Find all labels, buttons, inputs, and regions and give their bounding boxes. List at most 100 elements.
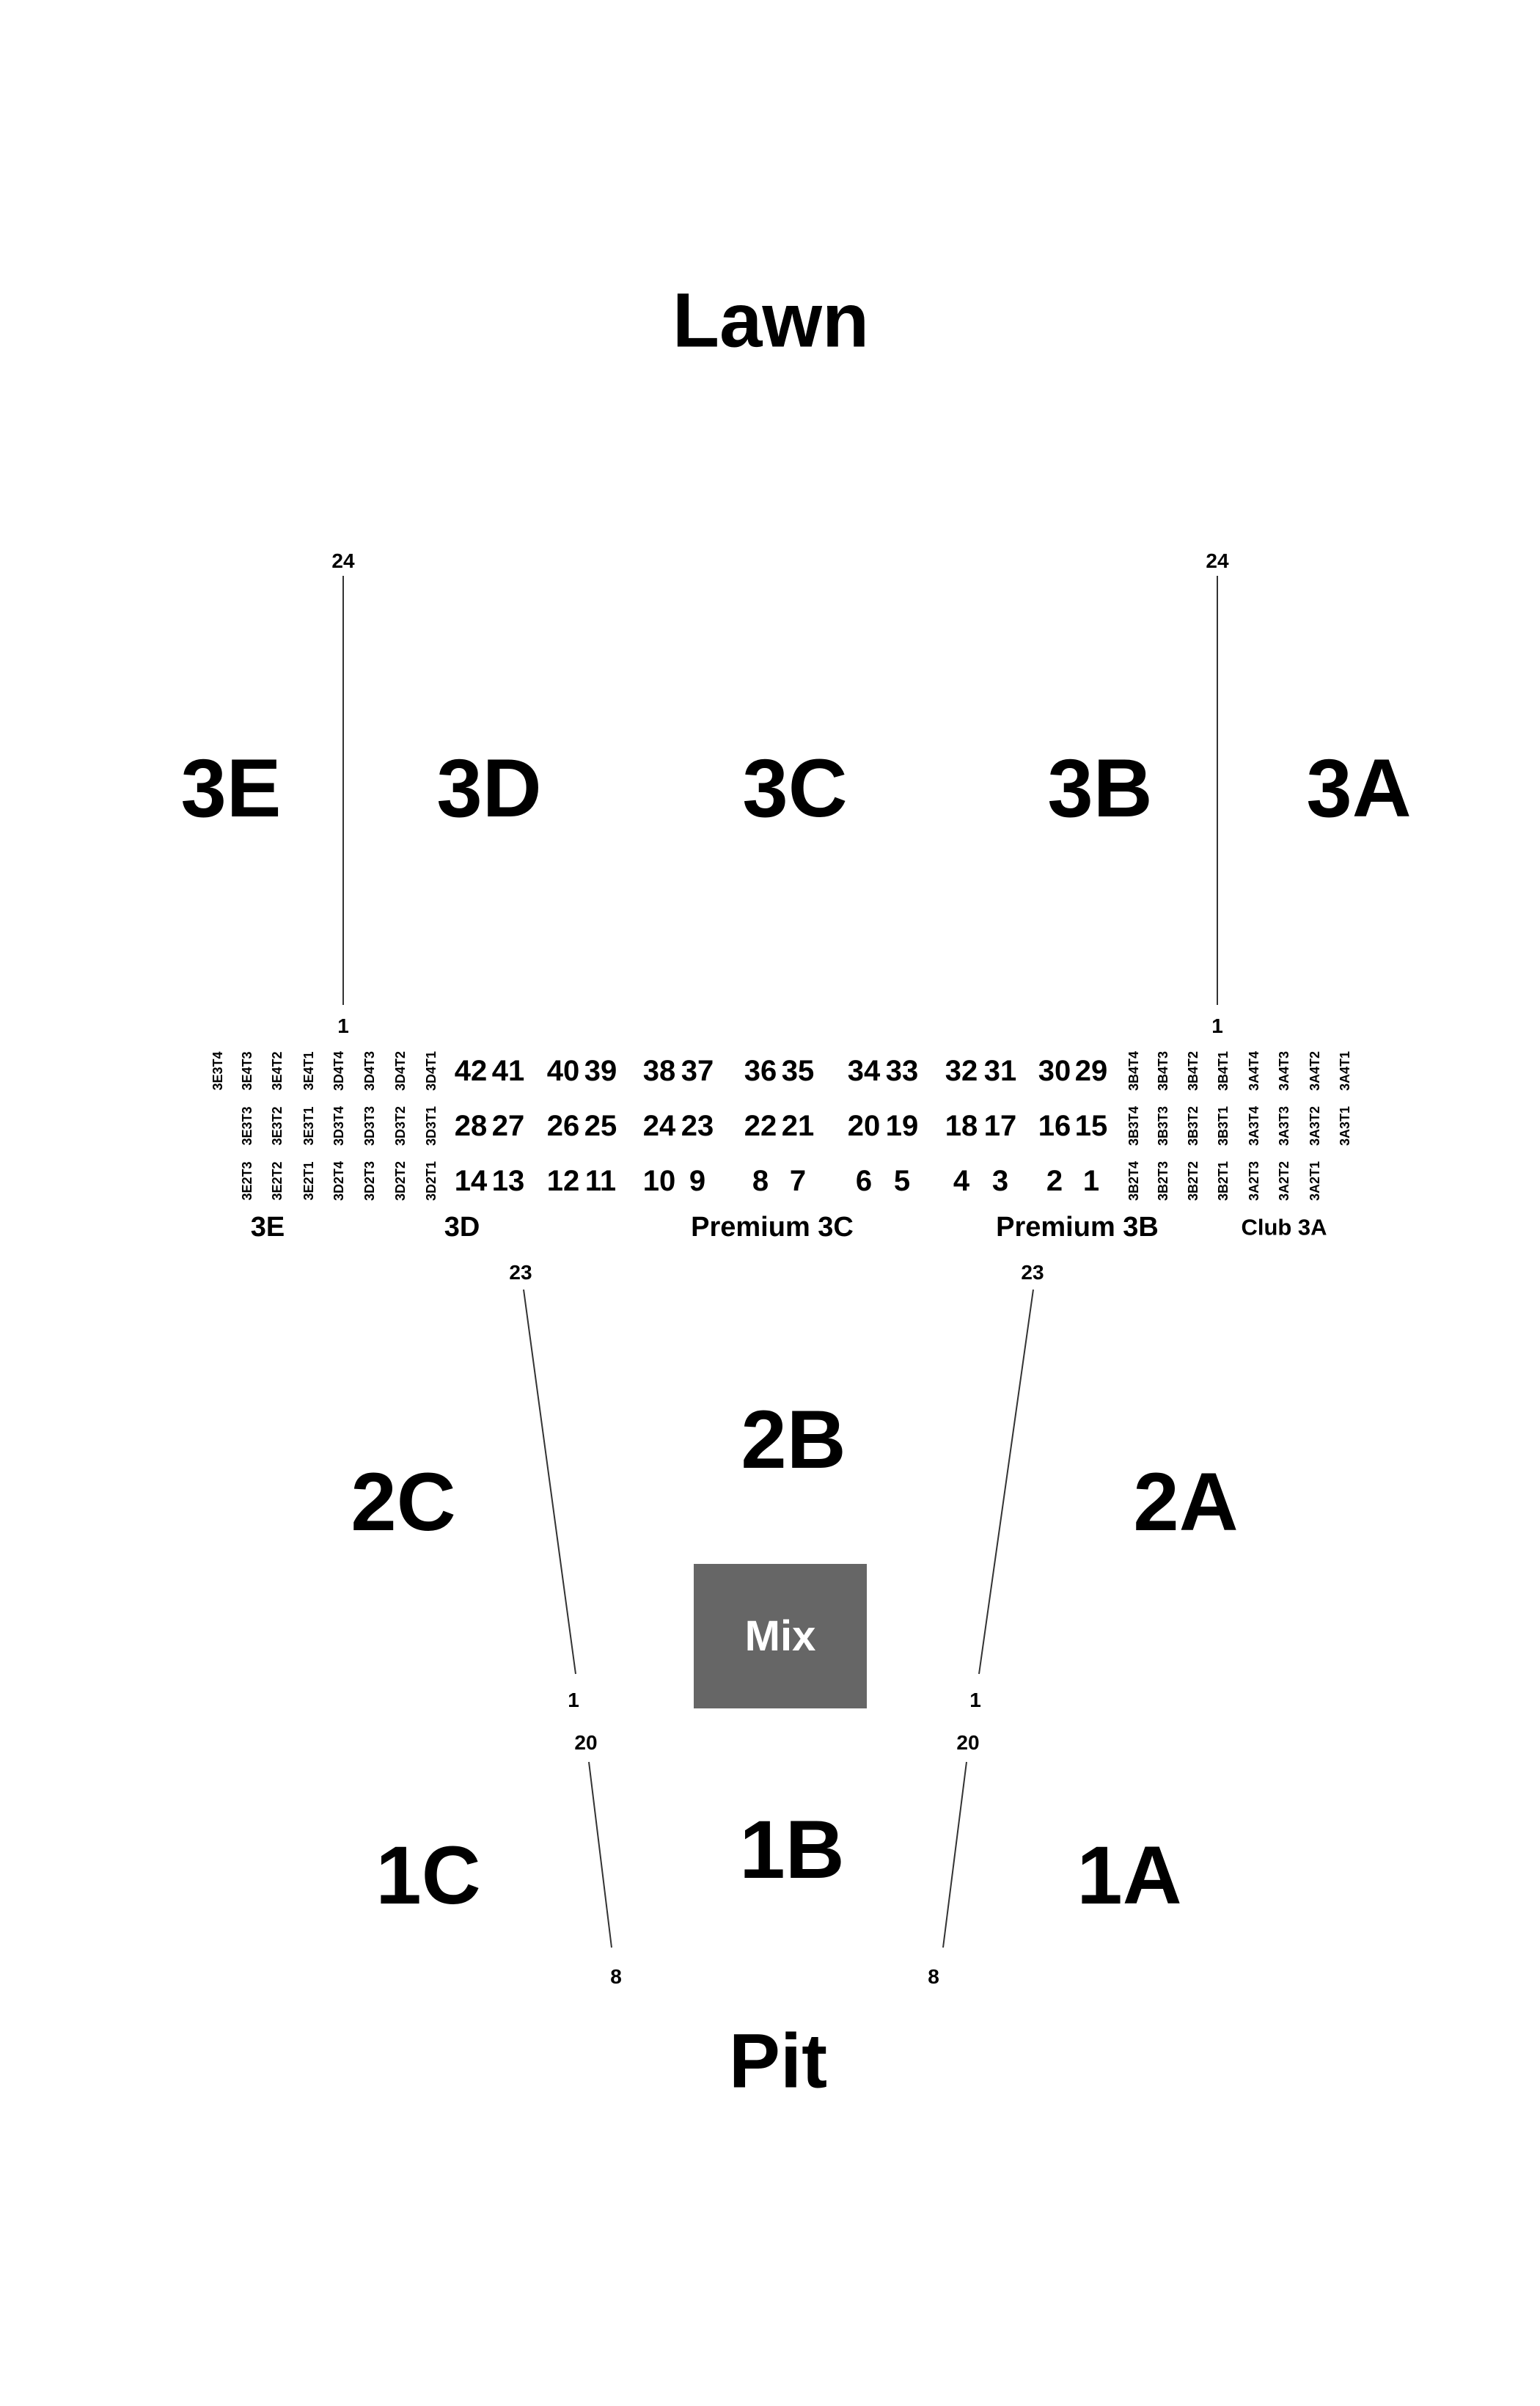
- table-label[interactable]: 3B3T2: [1186, 1105, 1200, 1147]
- box-8[interactable]: 8: [752, 1165, 769, 1197]
- section-3b[interactable]: 3B: [1047, 742, 1153, 834]
- mix-booth: Mix: [694, 1564, 867, 1708]
- section-2b[interactable]: 2B: [741, 1394, 846, 1485]
- pit-label[interactable]: Pit: [728, 2018, 828, 2105]
- box-6[interactable]: 6: [855, 1165, 873, 1197]
- box-23[interactable]: 23: [681, 1110, 714, 1142]
- section-3a[interactable]: 3A: [1306, 742, 1412, 834]
- box-20[interactable]: 20: [847, 1110, 881, 1142]
- box-9[interactable]: 9: [689, 1165, 706, 1197]
- table-label[interactable]: 3E4T2: [270, 1051, 285, 1091]
- box-33[interactable]: 33: [885, 1055, 919, 1087]
- table-label[interactable]: 3B2T2: [1186, 1160, 1200, 1202]
- box-39[interactable]: 39: [584, 1055, 617, 1087]
- box-16[interactable]: 16: [1038, 1110, 1071, 1142]
- table-label[interactable]: 3A4T2: [1308, 1050, 1322, 1092]
- table-label[interactable]: 3D4T3: [362, 1050, 377, 1092]
- table-label[interactable]: 3A2T3: [1247, 1160, 1261, 1202]
- box-2[interactable]: 2: [1046, 1165, 1063, 1197]
- table-label[interactable]: 3E2T1: [301, 1161, 316, 1201]
- box-3[interactable]: 3: [991, 1165, 1009, 1197]
- box-15[interactable]: 15: [1074, 1110, 1108, 1142]
- table-label[interactable]: 3B3T4: [1126, 1105, 1141, 1147]
- box-17[interactable]: 17: [983, 1110, 1017, 1142]
- table-label[interactable]: 3E2T3: [240, 1161, 254, 1201]
- box-11[interactable]: 11: [584, 1165, 617, 1197]
- table-label[interactable]: 3D2T1: [424, 1160, 439, 1202]
- table-label[interactable]: 3E3T3: [240, 1106, 254, 1146]
- table-label[interactable]: 3A3T1: [1338, 1105, 1352, 1147]
- section-1b[interactable]: 1B: [739, 1804, 845, 1895]
- table-label[interactable]: 3D2T4: [331, 1160, 346, 1202]
- table-label[interactable]: 3A2T2: [1277, 1160, 1291, 1202]
- table-label[interactable]: 3A4T4: [1247, 1050, 1261, 1092]
- table-label[interactable]: 3D3T2: [393, 1105, 408, 1147]
- table-label[interactable]: 3B3T3: [1156, 1105, 1170, 1147]
- table-label[interactable]: 3D4T1: [424, 1050, 439, 1092]
- box-38[interactable]: 38: [642, 1055, 676, 1087]
- box-25[interactable]: 25: [584, 1110, 617, 1142]
- table-label[interactable]: 3D2T3: [362, 1160, 377, 1202]
- table-label[interactable]: 3E2T2: [270, 1161, 285, 1201]
- box-22[interactable]: 22: [744, 1110, 777, 1142]
- section-3d[interactable]: 3D: [436, 742, 542, 834]
- table-label[interactable]: 3B3T1: [1216, 1105, 1231, 1147]
- table-label[interactable]: 3E4T1: [301, 1051, 316, 1091]
- box-24[interactable]: 24: [642, 1110, 676, 1142]
- box-40[interactable]: 40: [546, 1055, 580, 1087]
- section-2a[interactable]: 2A: [1133, 1456, 1239, 1548]
- box-10[interactable]: 10: [642, 1165, 676, 1197]
- section-2c[interactable]: 2C: [351, 1456, 456, 1548]
- box-21[interactable]: 21: [781, 1110, 815, 1142]
- table-label[interactable]: 3D3T1: [424, 1105, 439, 1147]
- box-30[interactable]: 30: [1038, 1055, 1071, 1087]
- box-13[interactable]: 13: [491, 1165, 525, 1197]
- box-32[interactable]: 32: [945, 1055, 978, 1087]
- table-label[interactable]: 3D4T4: [331, 1050, 346, 1092]
- section-3c[interactable]: 3C: [742, 742, 848, 834]
- box-18[interactable]: 18: [945, 1110, 978, 1142]
- box-5[interactable]: 5: [893, 1165, 911, 1197]
- table-label[interactable]: 3B4T3: [1156, 1050, 1170, 1092]
- box-29[interactable]: 29: [1074, 1055, 1108, 1087]
- table-label[interactable]: 3E3T2: [270, 1106, 285, 1146]
- table-label[interactable]: 3D3T4: [331, 1105, 346, 1147]
- table-label[interactable]: 3B4T1: [1216, 1050, 1231, 1092]
- table-label[interactable]: 3B2T1: [1216, 1160, 1231, 1202]
- table-label[interactable]: 3D3T3: [362, 1105, 377, 1147]
- section-1c[interactable]: 1C: [375, 1829, 481, 1921]
- table-label[interactable]: 3D2T2: [393, 1160, 408, 1202]
- section-3e[interactable]: 3E: [180, 742, 282, 834]
- table-label[interactable]: 3A4T3: [1277, 1050, 1291, 1092]
- table-label[interactable]: 3A3T4: [1247, 1105, 1261, 1147]
- table-label[interactable]: 3B2T4: [1126, 1160, 1141, 1202]
- box-34[interactable]: 34: [847, 1055, 881, 1087]
- table-label[interactable]: 3A2T1: [1308, 1160, 1322, 1202]
- table-label[interactable]: 3A3T3: [1277, 1105, 1291, 1147]
- table-label[interactable]: 3A3T2: [1308, 1105, 1322, 1147]
- box-35[interactable]: 35: [781, 1055, 815, 1087]
- box-12[interactable]: 12: [546, 1165, 580, 1197]
- box-37[interactable]: 37: [681, 1055, 714, 1087]
- box-28[interactable]: 28: [454, 1110, 488, 1142]
- box-31[interactable]: 31: [983, 1055, 1017, 1087]
- box-42[interactable]: 42: [454, 1055, 488, 1087]
- table-label[interactable]: 3A4T1: [1338, 1050, 1352, 1092]
- table-label[interactable]: 3E3T4: [210, 1051, 225, 1091]
- table-label[interactable]: 3D4T2: [393, 1050, 408, 1092]
- box-27[interactable]: 27: [491, 1110, 525, 1142]
- box-26[interactable]: 26: [546, 1110, 580, 1142]
- box-4[interactable]: 4: [953, 1165, 970, 1197]
- section-1a[interactable]: 1A: [1077, 1829, 1182, 1921]
- box-1[interactable]: 1: [1082, 1165, 1100, 1197]
- box-19[interactable]: 19: [885, 1110, 919, 1142]
- box-7[interactable]: 7: [789, 1165, 807, 1197]
- table-label[interactable]: 3B2T3: [1156, 1160, 1170, 1202]
- box-14[interactable]: 14: [454, 1165, 488, 1197]
- table-label[interactable]: 3B4T2: [1186, 1050, 1200, 1092]
- box-41[interactable]: 41: [491, 1055, 525, 1087]
- table-label[interactable]: 3E3T1: [301, 1106, 316, 1146]
- table-label[interactable]: 3E4T3: [240, 1051, 254, 1091]
- box-36[interactable]: 36: [744, 1055, 777, 1087]
- table-label[interactable]: 3B4T4: [1126, 1050, 1141, 1092]
